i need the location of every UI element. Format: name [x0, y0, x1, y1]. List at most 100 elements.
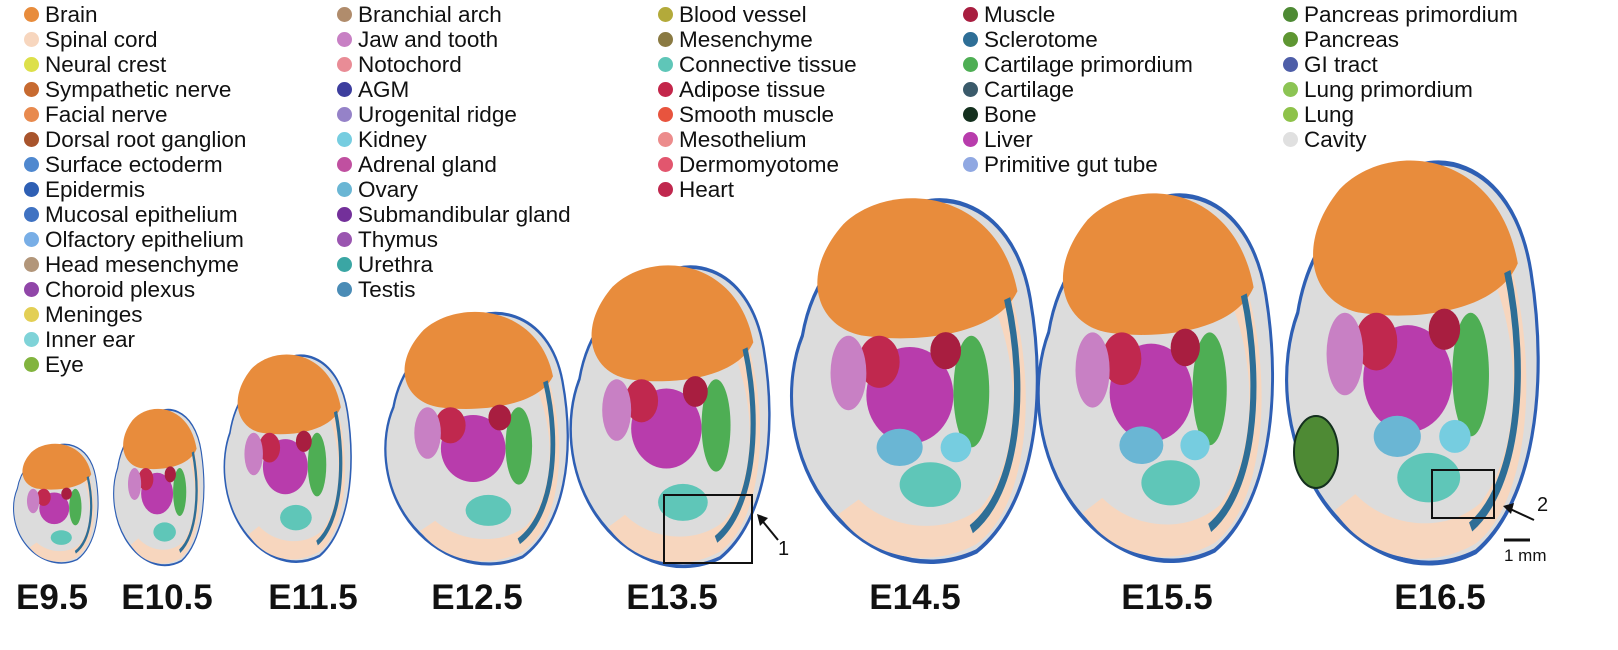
legend-swatch: [337, 232, 352, 247]
legend-item: Dorsal root ganglion: [24, 127, 246, 152]
legend-item: Pancreas primordium: [1283, 2, 1518, 27]
legend-label: Epidermis: [45, 177, 146, 202]
legend-swatch: [24, 7, 39, 22]
legend-swatch: [24, 257, 39, 272]
legend-label: Kidney: [358, 127, 427, 152]
legend-swatch: [963, 107, 978, 122]
legend-item: Lung: [1283, 102, 1518, 127]
legend-label: Eye: [45, 352, 84, 377]
legend-label: Heart: [679, 177, 735, 202]
stage-label-e10-5: E10.5: [121, 578, 213, 617]
legend-item: Facial nerve: [24, 102, 246, 127]
legend-item: Notochord: [337, 52, 571, 77]
legend-item: Brain: [24, 2, 246, 27]
legend-swatch: [337, 282, 352, 297]
legend-item: Muscle: [963, 2, 1193, 27]
legend-label: Submandibular gland: [358, 202, 571, 227]
legend-item: GI tract: [1283, 52, 1518, 77]
legend-label: Adrenal gland: [358, 152, 497, 177]
stage-label-e9-5: E9.5: [16, 578, 88, 617]
legend-item: Mesothelium: [658, 127, 857, 152]
stage-label-e15-5: E15.5: [1121, 578, 1213, 617]
legend-label: Urogenital ridge: [358, 102, 517, 127]
legend-item: Mesenchyme: [658, 27, 857, 52]
legend-swatch: [24, 332, 39, 347]
legend-swatch: [337, 132, 352, 147]
legend-label: Brain: [45, 2, 98, 27]
legend-item: Testis: [337, 277, 571, 302]
scale-bar-label: 1 mm: [1504, 546, 1547, 565]
embryo-section: [789, 198, 1039, 565]
legend-swatch: [24, 32, 39, 47]
legend-swatch: [1283, 107, 1298, 122]
legend-swatch: [24, 232, 39, 247]
legend-swatch: [24, 282, 39, 297]
legend-swatch: [337, 57, 352, 72]
legend-item: Heart: [658, 177, 857, 202]
legend-swatch: [963, 7, 978, 22]
box-2: [1431, 469, 1495, 519]
legend-swatch: [658, 132, 673, 147]
legend-item: Mucosal epithelium: [24, 202, 246, 227]
legend-swatch: [337, 7, 352, 22]
embryo-section: [1285, 160, 1540, 566]
legend-item: Inner ear: [24, 327, 246, 352]
legend-swatch: [658, 182, 673, 197]
legend-swatch: [1283, 32, 1298, 47]
legend-item: Connective tissue: [658, 52, 857, 77]
arrow-2: [1507, 507, 1535, 521]
legend-label: Smooth muscle: [679, 102, 835, 127]
legend-label: Adipose tissue: [679, 77, 826, 102]
legend-item: Cavity: [1283, 127, 1518, 152]
arrow-2-head: [1503, 503, 1514, 514]
embryo-section: [223, 354, 352, 563]
legend-label: Sclerotome: [984, 27, 1098, 52]
stage-label-e16-5: E16.5: [1394, 578, 1486, 617]
legend-label: Dermomyotome: [679, 152, 840, 177]
legend-label: AGM: [358, 77, 410, 102]
legend-label: Pancreas: [1304, 27, 1400, 52]
legend-item: Ovary: [337, 177, 571, 202]
legend-swatch: [337, 207, 352, 222]
legend-item: Jaw and tooth: [337, 27, 571, 52]
legend-swatch: [24, 357, 39, 372]
legend-swatch: [963, 157, 978, 172]
legend-swatch: [337, 182, 352, 197]
legend-swatch: [658, 7, 673, 22]
legend-item: Primitive gut tube: [963, 152, 1193, 177]
legend-item: Neural crest: [24, 52, 246, 77]
legend-label: Jaw and tooth: [358, 27, 499, 52]
legend-item: Urogenital ridge: [337, 102, 571, 127]
legend-label: Mucosal epithelium: [45, 202, 238, 227]
legend-label: Neural crest: [45, 52, 167, 77]
legend-label: Sympathetic nerve: [45, 77, 232, 102]
legend-label: Facial nerve: [45, 102, 168, 127]
legend-label: Branchial arch: [358, 2, 502, 27]
legend-item: AGM: [337, 77, 571, 102]
legend-swatch: [24, 182, 39, 197]
legend-item: Pancreas: [1283, 27, 1518, 52]
legend-item: Head mesenchyme: [24, 252, 246, 277]
legend-item: Urethra: [337, 252, 571, 277]
legend-swatch: [24, 107, 39, 122]
legend-label: Ovary: [358, 177, 419, 202]
legend-swatch: [24, 307, 39, 322]
legend-label: Liver: [984, 127, 1033, 152]
legend-swatch: [963, 132, 978, 147]
legend-label: Mesenchyme: [679, 27, 813, 52]
legend-label: Olfactory epithelium: [45, 227, 244, 252]
legend-swatch: [337, 107, 352, 122]
legend-item: Thymus: [337, 227, 571, 252]
legend-label: Pancreas primordium: [1304, 2, 1518, 27]
legend-item: Smooth muscle: [658, 102, 857, 127]
legend-swatch: [658, 107, 673, 122]
legend-item: Epidermis: [24, 177, 246, 202]
legend-item: Cartilage primordium: [963, 52, 1193, 77]
legend-swatch: [337, 257, 352, 272]
legend-label: Muscle: [984, 2, 1056, 27]
